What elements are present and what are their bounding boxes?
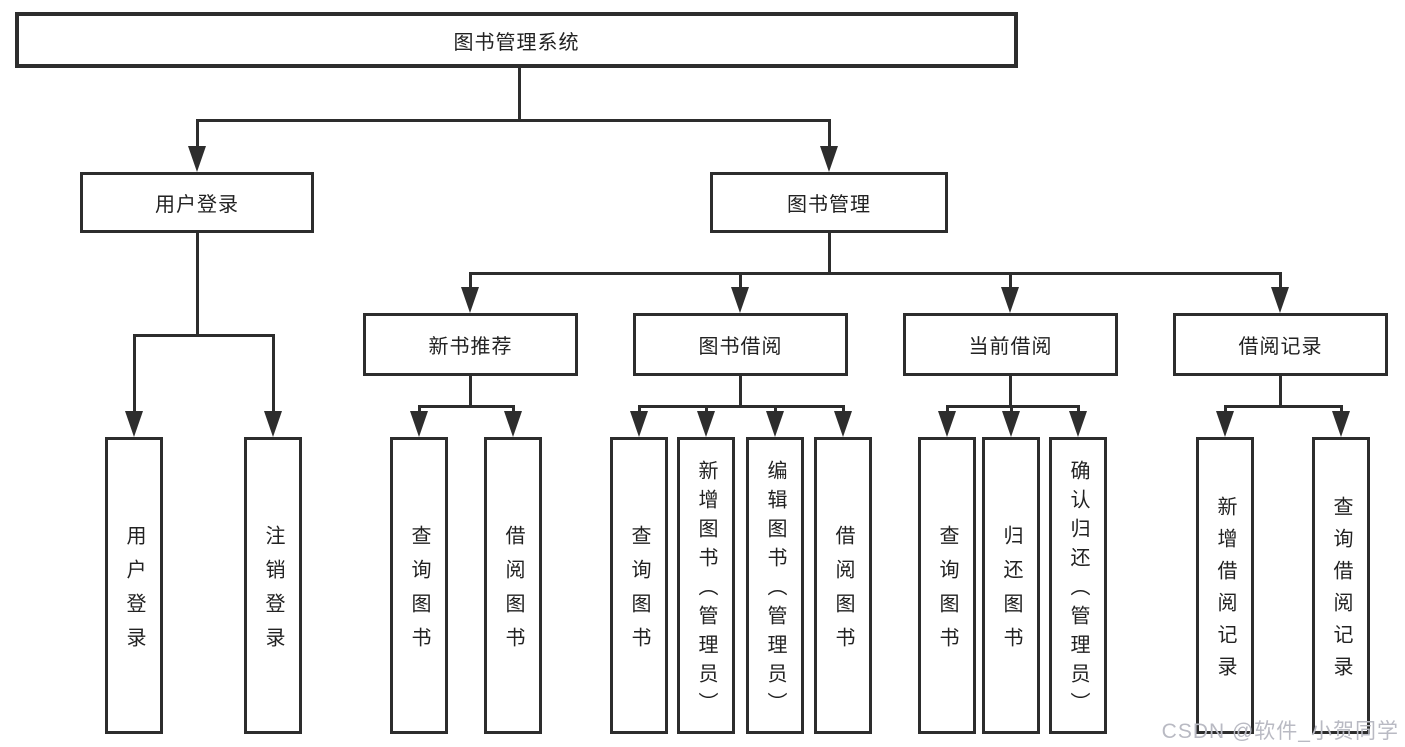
node-label: 借阅图书 — [502, 524, 524, 661]
node-add-book-admin: 新增图书（管理员） — [677, 437, 735, 734]
node-label: 注销登录 — [262, 524, 284, 661]
node-book-management: 图书管理 — [710, 172, 948, 233]
node-confirm-return-admin: 确认归还（管理员） — [1049, 437, 1107, 734]
connector-line — [1340, 405, 1343, 415]
connector-line — [1009, 272, 1012, 289]
arrow-head-icon — [1002, 411, 1020, 437]
arrow-head-icon — [766, 411, 784, 437]
connector-line — [1009, 375, 1012, 408]
arrow-head-icon — [630, 411, 648, 437]
arrow-head-icon — [834, 411, 852, 437]
arrow-head-icon — [188, 146, 206, 172]
node-label: 图书管理系统 — [453, 31, 580, 54]
arrow-head-icon — [731, 287, 749, 313]
connector-line — [469, 272, 472, 289]
arrow-head-icon — [1332, 411, 1350, 437]
arrow-head-icon — [410, 411, 428, 437]
connector-line — [946, 405, 949, 415]
connector-line — [1279, 272, 1282, 289]
connector-line — [774, 405, 777, 415]
connector-line — [1010, 405, 1013, 415]
node-new-book-recommend: 新书推荐 — [363, 313, 578, 376]
node-current-borrowing: 当前借阅 — [903, 313, 1118, 376]
arrow-head-icon — [264, 411, 282, 437]
node-borrow-books-recommend: 借阅图书 — [484, 437, 542, 734]
connector-line — [133, 334, 275, 337]
connector-line — [196, 119, 830, 122]
connector-line — [469, 375, 472, 408]
arrow-head-icon — [1271, 287, 1289, 313]
arrow-head-icon — [461, 287, 479, 313]
arrow-head-icon — [697, 411, 715, 437]
node-borrow-books-borrow: 借阅图书 — [814, 437, 872, 734]
node-system-root: 图书管理系统 — [15, 12, 1018, 68]
node-label: 查询图书 — [408, 524, 430, 661]
csdn-watermark: CSDN @软件_小贺同学 — [1161, 720, 1399, 743]
node-query-books-recommend: 查询图书 — [390, 437, 448, 734]
arrow-head-icon — [938, 411, 956, 437]
node-user-login: 用户登录 — [80, 172, 314, 233]
node-add-borrow-record: 新增借阅记录 — [1196, 437, 1254, 734]
connector-line — [1224, 405, 1343, 408]
node-label: 查询借阅记录 — [1330, 495, 1352, 688]
arrow-head-icon — [820, 146, 838, 172]
node-label: 新增图书（管理员） — [695, 459, 717, 721]
connector-line — [739, 272, 742, 289]
connector-line — [638, 405, 641, 415]
connector-line — [828, 119, 831, 149]
connector-line — [196, 233, 199, 336]
node-label: 查询图书 — [628, 524, 650, 661]
node-logout: 注销登录 — [244, 437, 302, 734]
arrow-head-icon — [1216, 411, 1234, 437]
node-user-login-leaf: 用户登录 — [105, 437, 163, 734]
connector-line — [1224, 405, 1227, 415]
connector-line — [739, 375, 742, 408]
node-label: 借阅记录 — [1238, 336, 1323, 358]
connector-line — [828, 233, 831, 274]
connector-line — [946, 405, 1080, 408]
node-label: 新增借阅记录 — [1214, 495, 1236, 688]
arrow-head-icon — [1069, 411, 1087, 437]
node-label: 查询图书 — [936, 524, 958, 661]
connector-line — [638, 405, 845, 408]
connector-line — [272, 334, 275, 414]
node-borrowing-records: 借阅记录 — [1173, 313, 1388, 376]
connector-line — [196, 119, 199, 149]
connector-line — [1077, 405, 1080, 415]
arrow-head-icon — [125, 411, 143, 437]
node-return-books: 归还图书 — [982, 437, 1040, 734]
node-query-books-borrow: 查询图书 — [610, 437, 668, 734]
connector-line — [518, 67, 521, 121]
node-label: 借阅图书 — [832, 524, 854, 661]
node-label: 当前借阅 — [968, 336, 1053, 358]
connector-line — [1279, 375, 1282, 408]
arrow-head-icon — [504, 411, 522, 437]
connector-line — [469, 272, 1281, 275]
node-edit-book-admin: 编辑图书（管理员） — [746, 437, 804, 734]
connector-line — [133, 334, 136, 414]
node-label: 新书推荐 — [428, 336, 513, 358]
node-label: 确认归还（管理员） — [1067, 459, 1089, 721]
connector-line — [842, 405, 845, 415]
node-book-borrowing: 图书借阅 — [633, 313, 848, 376]
node-label: 图书借阅 — [698, 336, 783, 358]
node-query-books-current: 查询图书 — [918, 437, 976, 734]
node-label: 用户登录 — [155, 194, 239, 216]
connector-line — [512, 405, 515, 415]
connector-line — [418, 405, 421, 415]
connector-line — [705, 405, 708, 415]
arrow-head-icon — [1001, 287, 1019, 313]
node-label: 归还图书 — [1000, 524, 1022, 661]
node-label: 编辑图书（管理员） — [764, 459, 786, 721]
node-query-borrow-record: 查询借阅记录 — [1312, 437, 1370, 734]
node-label: 图书管理 — [787, 194, 871, 216]
node-label: 用户登录 — [123, 524, 145, 661]
connector-line — [418, 405, 515, 408]
